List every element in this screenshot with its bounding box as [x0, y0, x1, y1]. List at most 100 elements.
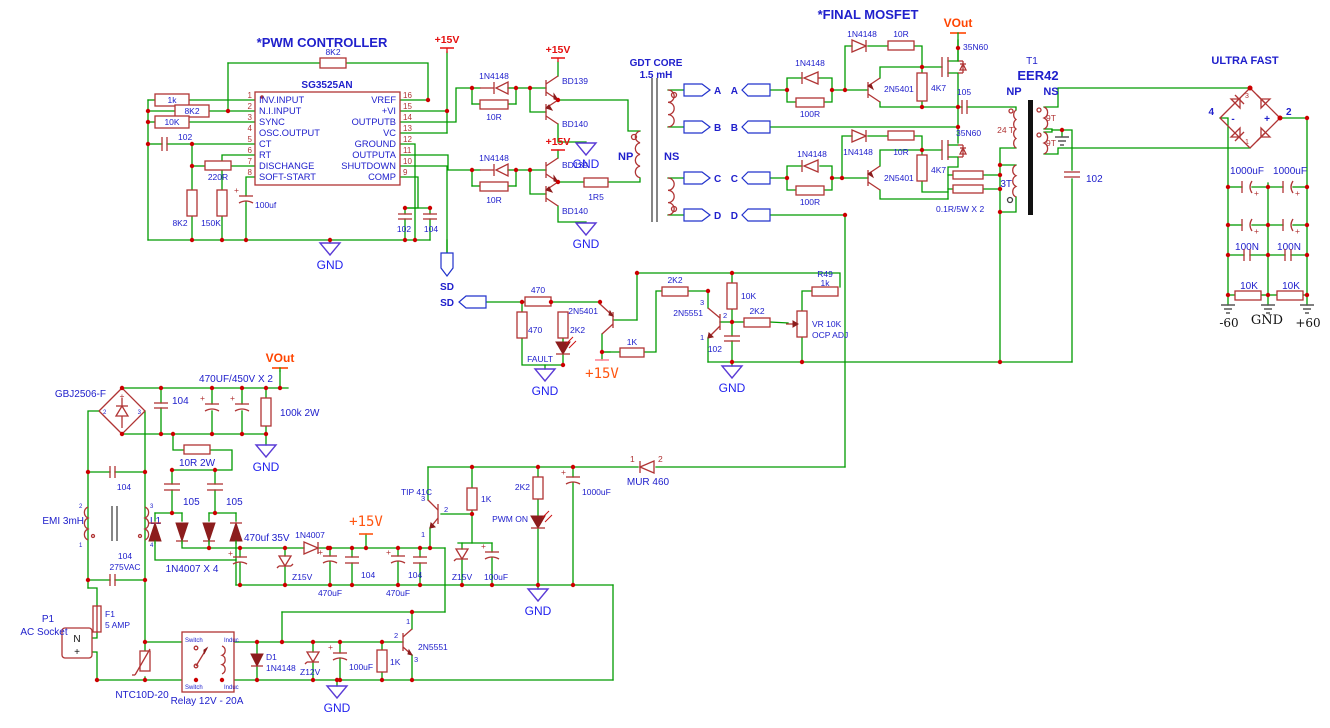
diode-ref: D1 — [266, 652, 277, 662]
cap-label: 105 — [226, 497, 243, 508]
resistor-label: 470 — [528, 325, 542, 335]
resistor-label: 2K2 — [667, 275, 682, 285]
bridge-title: ULTRA FAST — [1211, 55, 1278, 67]
ac-socket: P1 AC Socket N + — [20, 614, 93, 659]
cap-label: 1000uF — [1273, 166, 1307, 177]
pin-number: 1 — [700, 333, 704, 342]
t1-ns1-phase-dot — [1036, 107, 1042, 113]
svg-text:+: + — [1254, 226, 1259, 236]
resistor-label: 8K2 — [172, 218, 187, 228]
supply-15v-fault: +15V — [585, 359, 619, 382]
cap-104-xcap-bottom: 104 275VAC — [109, 551, 141, 586]
cap-label: 104 — [172, 396, 189, 407]
junction-dots — [85, 45, 1310, 683]
vout-supply-psu: VOut — [266, 351, 295, 372]
supply-15v-drv2: +15V — [546, 136, 570, 151]
resistor-sense-2 — [952, 184, 984, 194]
transistor-label: BD140 — [562, 206, 588, 216]
diode-label: 1N4148 — [847, 29, 877, 39]
led-pwm-on: PWM ON — [492, 510, 553, 529]
cap-label: 1000uF — [582, 487, 611, 497]
zener-label: Z12V — [300, 667, 321, 677]
zener-label: Z15V — [452, 572, 473, 582]
t1-np-phase-dot — [1008, 108, 1014, 114]
diode-mur460: 1 2 MUR 460 — [627, 454, 670, 488]
pin-label: N.I.INPUT — [259, 106, 302, 116]
t1-ns2-phase-dot — [1036, 132, 1042, 138]
flag-label: B — [731, 123, 738, 134]
resistor-r49: R49 1k — [811, 269, 839, 297]
resistor-150k: 150K — [201, 189, 228, 228]
transistor-label: 2N5551 — [418, 642, 448, 652]
resistor-1r5: 1R5 — [583, 177, 609, 202]
bridge-minus: - — [1231, 114, 1234, 125]
resistor-label: 1K — [390, 657, 401, 667]
transistor-2n5551-relay: 2N5551 1 2 3 — [394, 617, 448, 664]
supply-label: VOut — [266, 351, 295, 365]
pin-number: 4 — [248, 124, 253, 133]
cap-1000uf-r2c2: + — [1282, 218, 1300, 236]
gnd-symbol-relay: GND — [324, 685, 351, 715]
resistor-label: 100R — [800, 109, 820, 119]
transistor-label: 2N5401 — [568, 306, 598, 316]
resistor-label: 10R — [893, 29, 909, 39]
bridge-plus: + — [1264, 114, 1270, 125]
pin-label: SOFT-START — [259, 172, 316, 182]
gnd-symbol-fault: GND — [532, 368, 559, 398]
pin-label: GROUND — [355, 139, 397, 149]
cap-label: 470uF — [318, 588, 342, 598]
gdt-subtitle: 1.5 mH — [640, 70, 673, 81]
pin-number: 1 — [406, 617, 410, 626]
pin-number: 8 — [248, 168, 253, 177]
svg-text:+: + — [318, 547, 323, 557]
ns2-winding — [667, 177, 675, 216]
svg-text:+: + — [234, 185, 239, 195]
np-winding — [634, 130, 641, 179]
t1-ref: T1 — [1026, 56, 1038, 67]
resistor-label: 10K — [741, 291, 756, 301]
output-section: ULTRA FAST 4 2 3 1 - + 1000uF 1000uF + +… — [1208, 55, 1320, 330]
cap-470uf-a: + 470uF — [318, 547, 342, 598]
svg-text:+: + — [120, 391, 125, 401]
diodes-1n4007x4: 1N4007 X 4 — [148, 521, 243, 575]
cap-label: 1000uF — [1230, 166, 1264, 177]
cap-label: 100uF — [349, 662, 373, 672]
bridge-ultrafast — [1219, 87, 1281, 149]
pin-number: 2 — [79, 504, 83, 510]
transistor-2n5401-fault: 2N5401 — [568, 303, 615, 335]
sense-label: 0.1R/5W X 2 — [936, 204, 984, 214]
cap-label: 100uf — [255, 200, 277, 210]
diode-1n4007-aux: 1N4007 — [295, 530, 325, 555]
wires — [87, 39, 1308, 687]
earth-gnd — [1261, 304, 1275, 314]
cap-102-comp: 102 — [397, 213, 412, 234]
cap-100n-2 — [1284, 249, 1292, 261]
pot-label: VR 10K — [812, 319, 842, 329]
resistor-10k: 10K — [154, 115, 190, 129]
pin-number: 2 — [723, 311, 727, 320]
svg-text:+: + — [1295, 188, 1300, 198]
earth-pos — [1300, 304, 1314, 314]
bridge-pin2: 2 — [1286, 107, 1292, 118]
pin-number: 6 — [248, 146, 253, 155]
gnd-label: GND — [253, 460, 280, 474]
supply-label: VOut — [944, 16, 973, 30]
relay-coil-label: Induc — [224, 685, 239, 691]
diode-d1: D1 1N4148 — [250, 652, 296, 673]
pin-number: 7 — [248, 157, 253, 166]
resistor-label: 1k — [821, 278, 831, 288]
transistor-label: BD139 — [562, 160, 588, 170]
fuse-rating: 5 AMP — [105, 620, 130, 630]
rail-neg-label: -60 — [1219, 316, 1238, 330]
svg-text:+: + — [230, 393, 235, 403]
resistor-label: 10R — [486, 195, 502, 205]
pot-vr10k: VR 10K OCP ADJ — [786, 310, 848, 340]
pin-number: 3 — [421, 494, 425, 503]
cap-label: 104 — [117, 482, 131, 492]
transistor-2n5551-fault: 2N5551 3 2 1 — [673, 298, 727, 342]
zener-z15v-b: Z15V — [452, 548, 473, 582]
resistor-label: 1K — [481, 494, 492, 504]
resistor-label: 100k 2W — [280, 408, 320, 419]
diode-label: 1N4148 — [479, 71, 509, 81]
